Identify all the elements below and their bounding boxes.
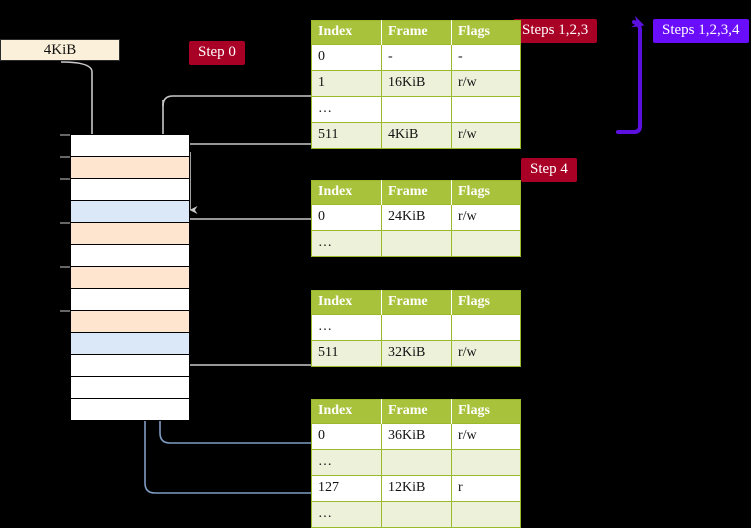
table-header-row: Index Frame Flags <box>311 399 521 424</box>
column-header-flags: Flags <box>451 399 521 424</box>
cell-flags: r/w <box>451 204 521 232</box>
column-header-index: Index <box>311 20 382 45</box>
column-header-frame: Frame <box>381 20 452 45</box>
cell-frame: 12KiB <box>381 475 452 503</box>
cell-index: … <box>311 96 382 124</box>
cell-frame: 36KiB <box>381 423 452 451</box>
table-row: … <box>311 96 521 124</box>
table-row: 0 - - <box>311 44 521 72</box>
column-header-flags: Flags <box>451 290 521 315</box>
table-row: 127 12KiB r <box>311 475 521 503</box>
cell-index: 511 <box>311 122 382 150</box>
cell-flags: r <box>451 475 521 503</box>
table-header-row: Index Frame Flags <box>311 20 521 45</box>
cell-flags <box>451 449 521 477</box>
memory-row <box>71 333 189 355</box>
cell-index: … <box>311 449 382 477</box>
cell-frame: 32KiB <box>381 340 452 368</box>
cell-index: 0 <box>311 44 382 72</box>
cell-frame: - <box>381 44 452 72</box>
page-table-pd: Index Frame Flags … 511 32KiB r/w <box>311 290 521 368</box>
table-row: 511 32KiB r/w <box>311 340 521 368</box>
column-header-frame: Frame <box>381 180 452 205</box>
column-header-frame: Frame <box>381 290 452 315</box>
size-label-4kib: 4KiB <box>0 39 120 61</box>
cell-frame: 4KiB <box>381 122 452 150</box>
cell-frame <box>381 501 452 528</box>
table-row: … <box>311 230 521 258</box>
memory-row <box>71 267 189 289</box>
column-header-index: Index <box>311 180 382 205</box>
memory-row <box>71 245 189 267</box>
cell-flags: r/w <box>451 340 521 368</box>
violet-bracket-arrow <box>616 15 645 134</box>
wire-pd-to-mem <box>177 314 311 366</box>
wire-pdpt-to-mem <box>177 218 311 250</box>
memory-row <box>71 223 189 245</box>
table-row: 0 24KiB r/w <box>311 204 521 232</box>
cell-flags: r/w <box>451 423 521 451</box>
cell-flags: - <box>451 44 521 72</box>
column-header-flags: Flags <box>451 180 521 205</box>
memory-row <box>71 201 189 223</box>
cell-index: 0 <box>311 204 382 232</box>
cell-index: … <box>311 230 382 258</box>
memory-row <box>71 135 189 157</box>
physical-memory-column <box>70 134 190 421</box>
table-header-row: Index Frame Flags <box>311 290 521 315</box>
cell-frame: 16KiB <box>381 70 452 98</box>
column-header-flags: Flags <box>451 20 521 45</box>
table-row-highlighted: 511 4KiB r/w <box>311 122 521 150</box>
cell-frame <box>381 314 452 342</box>
badge-step-4: Step 4 <box>521 158 577 182</box>
cell-flags <box>451 96 521 124</box>
badge-step-0: Step 0 <box>189 41 245 65</box>
cell-index: 127 <box>311 475 382 503</box>
badge-steps-123: Steps 1,2,3 <box>513 19 598 43</box>
table-row: … <box>311 449 521 477</box>
table-row: … <box>311 501 521 528</box>
cell-index: … <box>311 501 382 528</box>
cell-index: 511 <box>311 340 382 368</box>
table-row: … <box>311 314 521 342</box>
cell-index: … <box>311 314 382 342</box>
page-table-pt: Index Frame Flags 0 36KiB r/w … 127 12Ki… <box>311 399 521 528</box>
table-row: 0 36KiB r/w <box>311 423 521 451</box>
memory-row <box>71 311 189 333</box>
table-header-row: Index Frame Flags <box>311 180 521 205</box>
cell-index: 0 <box>311 423 382 451</box>
cell-frame <box>381 230 452 258</box>
memory-row <box>71 157 189 179</box>
cell-flags <box>451 230 521 258</box>
badge-steps-1234: Steps 1,2,3,4 <box>653 19 749 43</box>
cell-flags: r/w <box>451 70 521 98</box>
page-table-pml4: Index Frame Flags 0 - - 1 16KiB r/w … 51… <box>311 20 521 150</box>
wire-pml4-top <box>162 95 311 107</box>
column-header-index: Index <box>311 290 382 315</box>
memory-row <box>71 377 189 399</box>
cell-index: 1 <box>311 70 382 98</box>
page-table-pdpt: Index Frame Flags 0 24KiB r/w … <box>311 180 521 258</box>
memory-row <box>71 399 189 420</box>
table-row: 1 16KiB r/w <box>311 70 521 98</box>
column-header-frame: Frame <box>381 399 452 424</box>
memory-row <box>71 179 189 201</box>
cell-flags <box>451 501 521 528</box>
cell-flags: r/w <box>451 122 521 150</box>
memory-row <box>71 289 189 311</box>
memory-row <box>71 355 189 377</box>
column-header-index: Index <box>311 399 382 424</box>
cell-flags <box>451 314 521 342</box>
cell-frame <box>381 449 452 477</box>
cell-frame: 24KiB <box>381 204 452 232</box>
cell-frame <box>381 96 452 124</box>
